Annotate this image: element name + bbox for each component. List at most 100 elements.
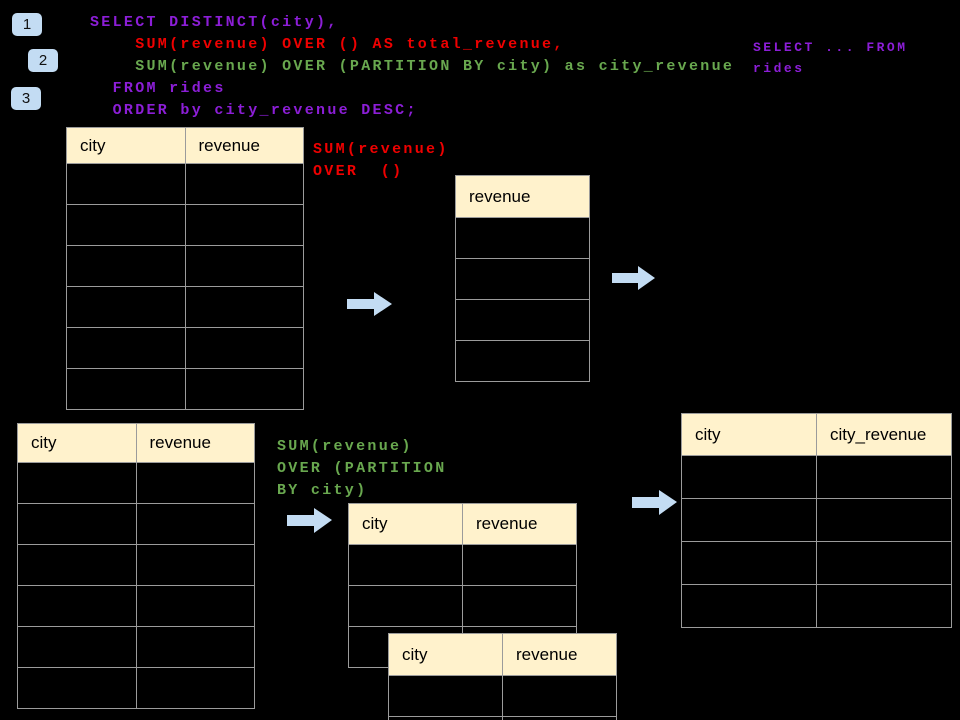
code-line: rides: [753, 61, 805, 76]
table-row: [681, 584, 952, 628]
empty-cell: [681, 584, 817, 628]
empty-cell: [66, 327, 186, 369]
empty-cell: [66, 204, 186, 246]
arrow-right-icon: [347, 292, 393, 316]
empty-cell: [455, 258, 590, 300]
empty-cell: [17, 667, 137, 709]
table-row: [455, 258, 590, 300]
empty-cell: [455, 217, 590, 259]
empty-cell: [17, 462, 137, 504]
arrow-right-icon: [287, 508, 333, 533]
code-line: SELECT DISTINCT(city),: [90, 14, 339, 31]
code-line: SUM(revenue) OVER () AS total_revenue,: [90, 36, 565, 53]
code-line: SELECT ... FROM: [753, 40, 908, 55]
arrow-right-icon: [632, 489, 678, 515]
empty-cell: [502, 716, 617, 720]
empty-cell: [388, 675, 503, 717]
empty-cell: [66, 368, 186, 410]
table-row: [455, 217, 590, 259]
table-row: [681, 455, 952, 499]
empty-cell: [816, 498, 952, 542]
empty-cell: [816, 541, 952, 585]
column-header: revenue: [135, 423, 255, 463]
table-row: [17, 667, 255, 709]
total-revenue-window-label: SUM(revenue) OVER (): [313, 139, 449, 183]
empty-cell: [17, 585, 137, 627]
code-line: ORDER by city_revenue DESC;: [90, 102, 418, 119]
column-header: city: [681, 413, 817, 456]
empty-cell: [17, 503, 137, 545]
table-row: [348, 585, 577, 627]
code-line: OVER (PARTITION: [277, 460, 447, 477]
empty-cell: [135, 585, 255, 627]
empty-cell: [184, 245, 304, 287]
code-line: SUM(revenue): [277, 438, 413, 455]
table-row: [66, 245, 304, 287]
table-row: [681, 498, 952, 542]
column-header: revenue: [502, 633, 617, 676]
step-badge-1: 1: [12, 13, 42, 36]
empty-cell: [348, 585, 463, 627]
column-header: revenue: [455, 175, 590, 218]
partition-window-label: SUM(revenue) OVER (PARTITION BY city): [277, 436, 447, 502]
table-row: [388, 716, 617, 720]
table-row: [388, 675, 617, 717]
table-row: [348, 544, 577, 586]
empty-cell: [17, 544, 137, 586]
sql-query-code: SELECT DISTINCT(city), SUM(revenue) OVER…: [90, 12, 734, 122]
table-row: [17, 503, 255, 545]
empty-cell: [681, 498, 817, 542]
empty-cell: [135, 667, 255, 709]
table-row: [17, 626, 255, 668]
empty-cell: [135, 544, 255, 586]
table-row: [455, 299, 590, 341]
code-line: OVER (): [313, 163, 404, 180]
column-header: city: [66, 127, 186, 164]
empty-cell: [816, 584, 952, 628]
empty-cell: [388, 716, 503, 720]
column-header: city: [348, 503, 463, 545]
table-row: [455, 340, 590, 382]
code-line: SUM(revenue): [313, 141, 449, 158]
column-header: revenue: [462, 503, 577, 545]
sql-context-note: SELECT ... FROM rides: [753, 37, 908, 79]
empty-cell: [66, 245, 186, 287]
column-header: city: [388, 633, 503, 676]
code-line: FROM rides: [90, 80, 226, 97]
empty-cell: [184, 204, 304, 246]
empty-cell: [816, 455, 952, 499]
code-line: SUM(revenue) OVER (PARTITION BY city) as…: [90, 58, 735, 75]
empty-cell: [135, 626, 255, 668]
empty-cell: [184, 327, 304, 369]
empty-cell: [17, 626, 137, 668]
empty-cell: [66, 286, 186, 328]
empty-cell: [455, 299, 590, 341]
table-row: [66, 327, 304, 369]
empty-cell: [66, 163, 186, 205]
empty-cell: [135, 503, 255, 545]
empty-cell: [348, 544, 463, 586]
column-header: city: [17, 423, 137, 463]
empty-cell: [184, 286, 304, 328]
empty-cell: [135, 462, 255, 504]
code-line: BY city): [277, 482, 368, 499]
table-row: [66, 204, 304, 246]
empty-cell: [184, 368, 304, 410]
column-header: revenue: [184, 127, 304, 164]
revenue-column-table: revenue: [455, 175, 590, 382]
table-row: [17, 544, 255, 586]
empty-cell: [502, 675, 617, 717]
empty-cell: [681, 541, 817, 585]
table-row: [17, 585, 255, 627]
arrow-right-icon: [612, 266, 656, 290]
table-row: [17, 462, 255, 504]
empty-cell: [455, 340, 590, 382]
step-badge-2: 2: [28, 49, 58, 72]
empty-cell: [184, 163, 304, 205]
table-row: [66, 368, 304, 410]
